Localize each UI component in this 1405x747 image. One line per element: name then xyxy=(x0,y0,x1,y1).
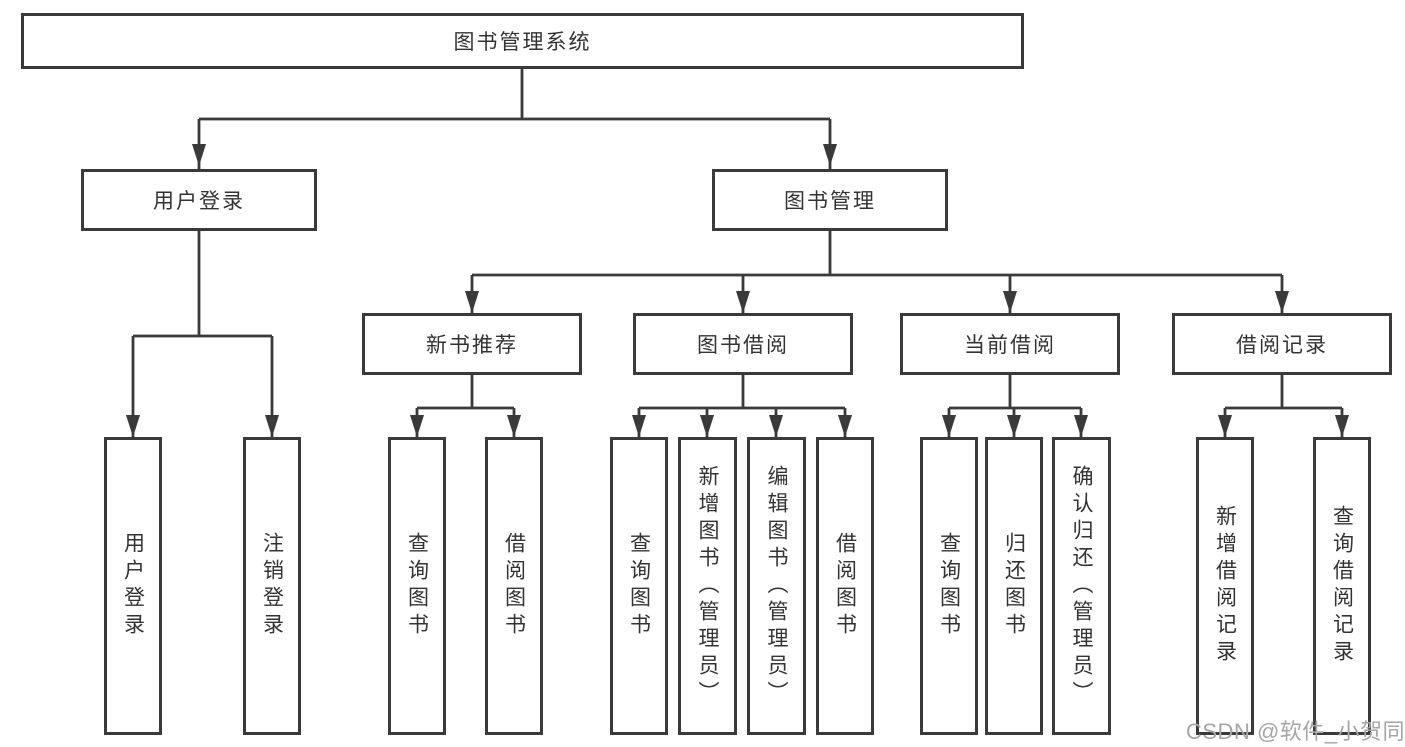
leaf-return-book: 归还图书 xyxy=(985,437,1043,735)
node-new-book-recommendation: 新书推荐 xyxy=(362,313,582,375)
leaf-logout: 注销登录 xyxy=(243,437,301,735)
node-borrowing-records: 借阅记录 xyxy=(1172,313,1392,375)
leaf-add-book-admin: 新增图书（管理员） xyxy=(678,437,737,735)
node-user-login-module: 用户登录 xyxy=(81,169,317,231)
leaf-recommend-query-book: 查询图书 xyxy=(388,437,446,735)
node-book-borrowing: 图书借阅 xyxy=(633,313,853,375)
leaf-add-borrow-record: 新增借阅记录 xyxy=(1196,437,1254,735)
leaf-confirm-return-admin: 确认归还（管理员） xyxy=(1052,437,1111,735)
leaf-borrow-book: 借阅图书 xyxy=(816,437,874,735)
node-current-borrowing: 当前借阅 xyxy=(900,313,1120,375)
csdn-watermark: CSDN @软件_小贺同学 xyxy=(1186,719,1405,744)
leaf-borrowing-query-book: 查询图书 xyxy=(610,437,668,735)
leaf-query-borrow-record: 查询借阅记录 xyxy=(1313,437,1371,735)
leaf-user-login: 用户登录 xyxy=(104,437,162,735)
node-book-management-module: 图书管理 xyxy=(712,169,948,231)
leaf-recommend-borrow-book: 借阅图书 xyxy=(485,437,543,735)
node-root-system: 图书管理系统 xyxy=(21,13,1024,69)
leaf-current-query-book: 查询图书 xyxy=(920,437,978,735)
leaf-edit-book-admin: 编辑图书（管理员） xyxy=(747,437,806,735)
